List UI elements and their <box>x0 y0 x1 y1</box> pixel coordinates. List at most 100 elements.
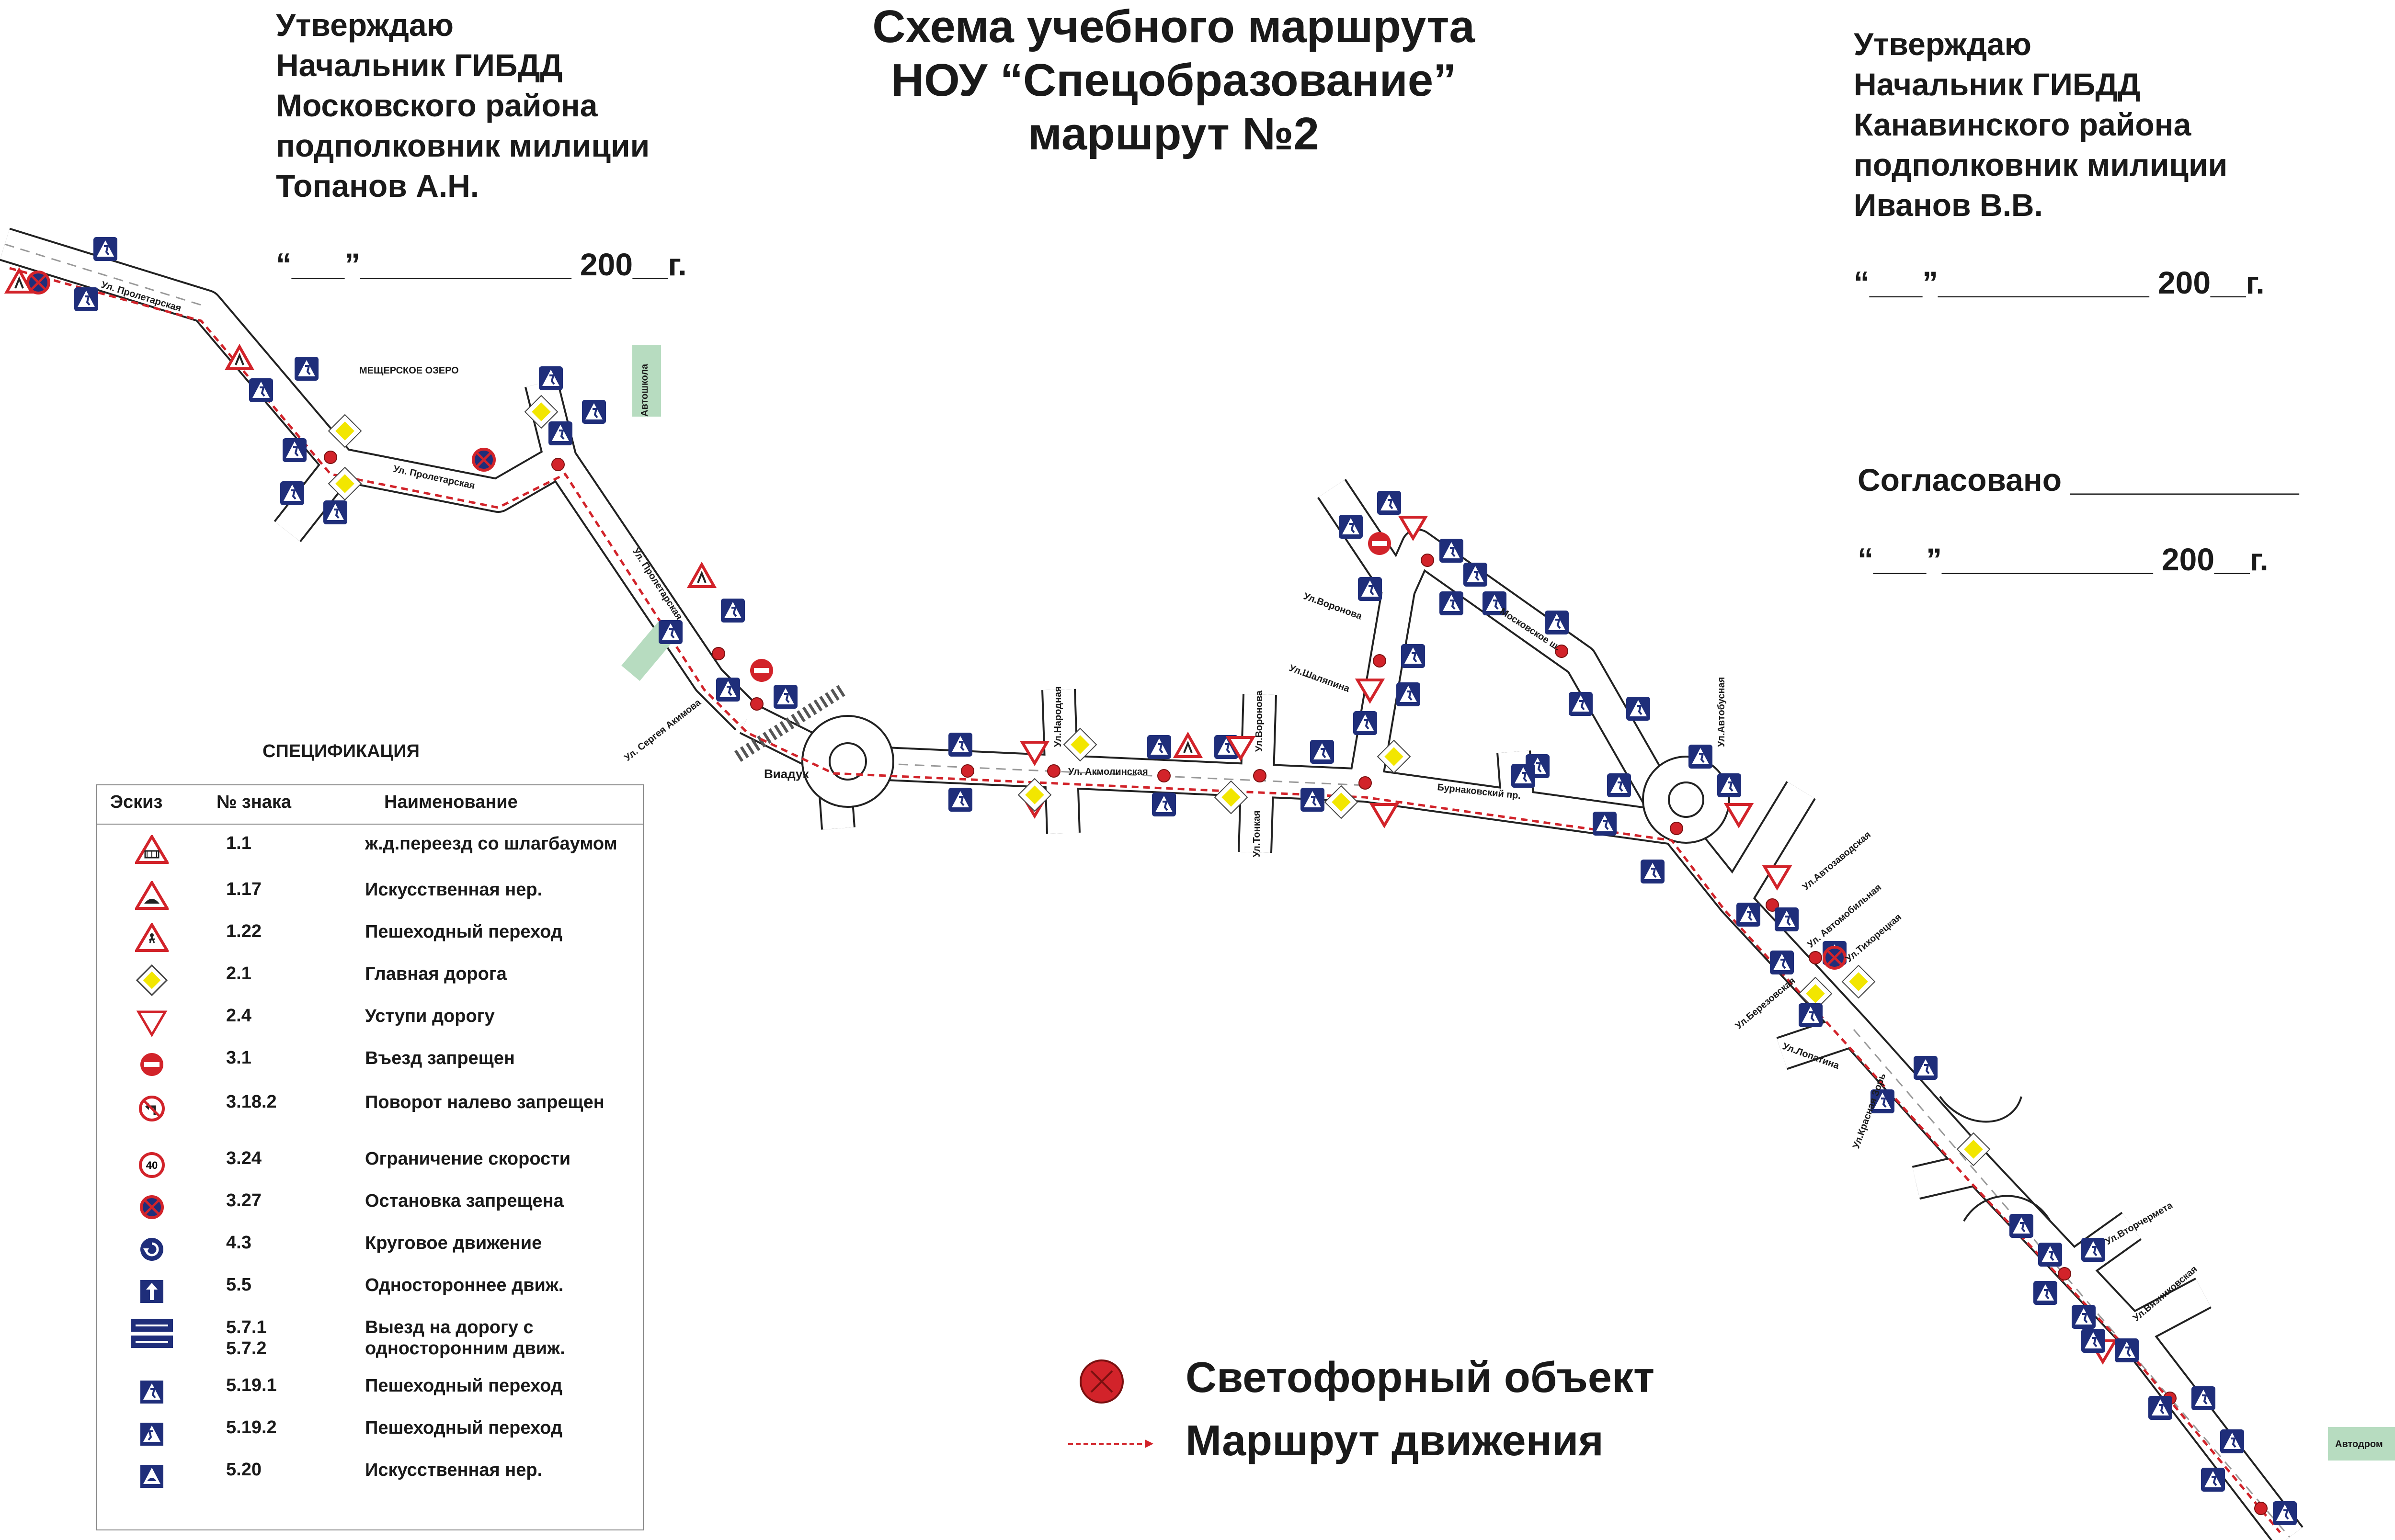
spec-num: 5.20 <box>226 1460 262 1480</box>
crosswalk-icon <box>123 1375 181 1409</box>
spec-num: 5.5 <box>226 1275 251 1295</box>
spec-name: Поворот налево запрещен <box>365 1092 604 1112</box>
spec-title: СПЕЦИФИКАЦИЯ <box>262 741 420 761</box>
street-narodnaya: Ул.Народная <box>1053 686 1063 747</box>
spec-name: Одностороннее движ. <box>365 1275 564 1295</box>
approval-left-line-2: Начальник ГИБДД <box>276 47 563 83</box>
roundabout-viaduk <box>801 715 894 808</box>
approval-right-line-5: Иванов В.В. <box>1854 187 2043 223</box>
avtoshkola-label: Автошкола <box>639 363 650 417</box>
spec-name: Остановка запрещена <box>365 1191 564 1211</box>
roundabout-icon <box>123 1233 181 1266</box>
approval-left-line-3: Московского района <box>276 88 598 123</box>
approval-right-date: “___”____________ 200__г. <box>1854 265 2265 300</box>
approval-right-line-3: Канавинского района <box>1854 107 2191 142</box>
spec-row: 3.27 Остановка запрещена <box>97 1190 643 1229</box>
title-line-1: Схема учебного маршрута <box>872 1 1475 52</box>
spec-num: 1.1 <box>226 833 251 853</box>
approval-right-line-4: подполковник милиции <box>1854 147 2228 182</box>
spec-num: 3.27 <box>226 1190 262 1211</box>
spec-name: ж.д.переезд со шлагбаумом <box>365 834 617 854</box>
spec-name: Пешеходный переход <box>365 1376 563 1396</box>
spec-row: 2.4 Уступи дорогу <box>97 1006 643 1044</box>
no-left-turn-icon <box>123 1092 181 1125</box>
title-line-2: НОУ “Спецобразование” <box>890 55 1457 106</box>
spec-row: 4.3 Круговое движение <box>97 1233 643 1271</box>
street-tonkaya: Ул.Тонкая <box>1252 811 1262 858</box>
route-path <box>9 267 2281 1533</box>
page-title: Схема учебного маршрута НОУ “Спецобразов… <box>790 0 1557 161</box>
spec-row: 5.5 Одностороннее движ. <box>97 1275 643 1313</box>
traffic-light-icon <box>1080 1359 1124 1404</box>
spec-num: 4.3 <box>226 1233 251 1253</box>
spec-row: 40 3.24 Ограничение скорости <box>97 1148 643 1187</box>
approval-block-right: Утверждаю Начальник ГИБДД Канавинского р… <box>1854 24 2227 225</box>
speed-bump-icon <box>123 879 181 913</box>
spec-row: 5.7.1 5.7.2 Выезд на дорогу с односторон… <box>97 1317 643 1365</box>
speed-limit-icon: 40 <box>123 1148 181 1182</box>
spec-name: Искусственная нер. <box>365 880 543 900</box>
label-meshcherskoe-ozero: МЕЩЕРСКОЕ ОЗЕРО <box>359 365 459 376</box>
spec-divider <box>97 824 643 825</box>
crosswalk-icon <box>123 1417 181 1451</box>
spec-name: Пешеходный переход <box>365 1418 563 1438</box>
spec-num: 5.19.1 <box>226 1375 277 1395</box>
spec-name: Искусственная нер. <box>365 1460 543 1480</box>
avtodrom-building: Автодром <box>2328 1427 2395 1461</box>
label-viaduk: Виадук <box>764 767 810 781</box>
spec-row: 3.1 Въезд запрещен <box>97 1048 643 1086</box>
spec-num: 3.24 <box>226 1148 262 1168</box>
spec-name: Пешеходный переход <box>365 922 563 942</box>
street-tihorecka: Ул.Тихорецкая <box>1844 912 1904 964</box>
spec-name: Главная дорога <box>365 964 507 984</box>
spec-name: Въезд запрещен <box>365 1048 515 1068</box>
interchange-krasnaya-zor <box>1939 1096 2051 1222</box>
spec-row: 3.18.2 Поворот налево запрещен <box>97 1092 643 1140</box>
street-voronova-2: Ул.Воронова <box>1302 591 1364 622</box>
speed-limit-value: 40 <box>146 1159 158 1171</box>
spec-row: 1.1 ж.д.переезд со шлагбаумом <box>97 833 643 876</box>
spec-row: 1.22 Пешеходный переход <box>97 921 643 960</box>
spec-num: 5.19.2 <box>226 1417 277 1438</box>
street-akimova: Ул. Сергея Акимова <box>623 697 704 763</box>
spec-row: 5.20 Искусственная нер. <box>97 1460 643 1498</box>
spec-row: 2.1 Главная дорога <box>97 963 643 1002</box>
approval-left-line-5: Топанов А.Н. <box>276 168 479 204</box>
agreed-label: Согласовано _____________ <box>1858 462 2299 498</box>
street-akmolinskaya: Ул. Акмолинская <box>1068 767 1148 777</box>
railway-crossing-icon <box>123 833 181 867</box>
street-berezovskaya: Ул.Березовская <box>1734 975 1797 1031</box>
street-voronova-1: Ул.Воронова <box>1254 690 1265 752</box>
title-line-3: маршрут №2 <box>1028 108 1319 159</box>
spec-name: Выезд на дорогу с односторонним движ. <box>365 1317 565 1359</box>
spec-num: 2.1 <box>226 963 251 984</box>
avtodrom-label: Автодром <box>2335 1439 2383 1449</box>
main-road-icon <box>123 963 181 997</box>
approval-right-line-2: Начальник ГИБДД <box>1854 67 2141 102</box>
spec-num: 5.7.1 5.7.2 <box>226 1317 267 1359</box>
avtoshkola-building: Автошкола <box>632 345 661 417</box>
approval-left-line-4: подполковник милиции <box>276 128 650 163</box>
legend-traffic-light-label: Светофорный объект <box>1186 1354 1655 1402</box>
approval-right-line-1: Утверждаю <box>1854 26 2031 62</box>
street-avtozavodskaya: Ул.Автозаводская <box>1801 829 1873 893</box>
spec-name: Ограничение скорости <box>365 1149 571 1169</box>
approval-left-date: “___”____________ 200__г. <box>276 247 687 282</box>
spec-table: Эскиз № знака Наименование 1.1 ж.д.перее… <box>96 784 644 1530</box>
spec-num: 1.17 <box>226 879 262 899</box>
one-way-exit-icon <box>123 1317 181 1350</box>
agreed-date: “___”____________ 200__г. <box>1858 542 2269 577</box>
spec-col-name: Наименование <box>384 792 518 812</box>
spec-row: 1.17 Искусственная нер. <box>97 879 643 917</box>
route-line-icon <box>1068 1439 1153 1448</box>
spec-num: 2.4 <box>226 1006 251 1026</box>
one-way-icon <box>123 1275 181 1308</box>
no-stopping-icon <box>123 1190 181 1224</box>
street-shalyapina: Ул.Шаляпина <box>1288 663 1351 694</box>
spec-name: Круговое движение <box>365 1233 542 1253</box>
spec-num: 1.22 <box>226 921 262 941</box>
street-avtobusnaya: Ул.Автобусная <box>1716 677 1727 747</box>
yield-icon <box>123 1006 181 1039</box>
approval-left-line-1: Утверждаю <box>276 7 454 43</box>
